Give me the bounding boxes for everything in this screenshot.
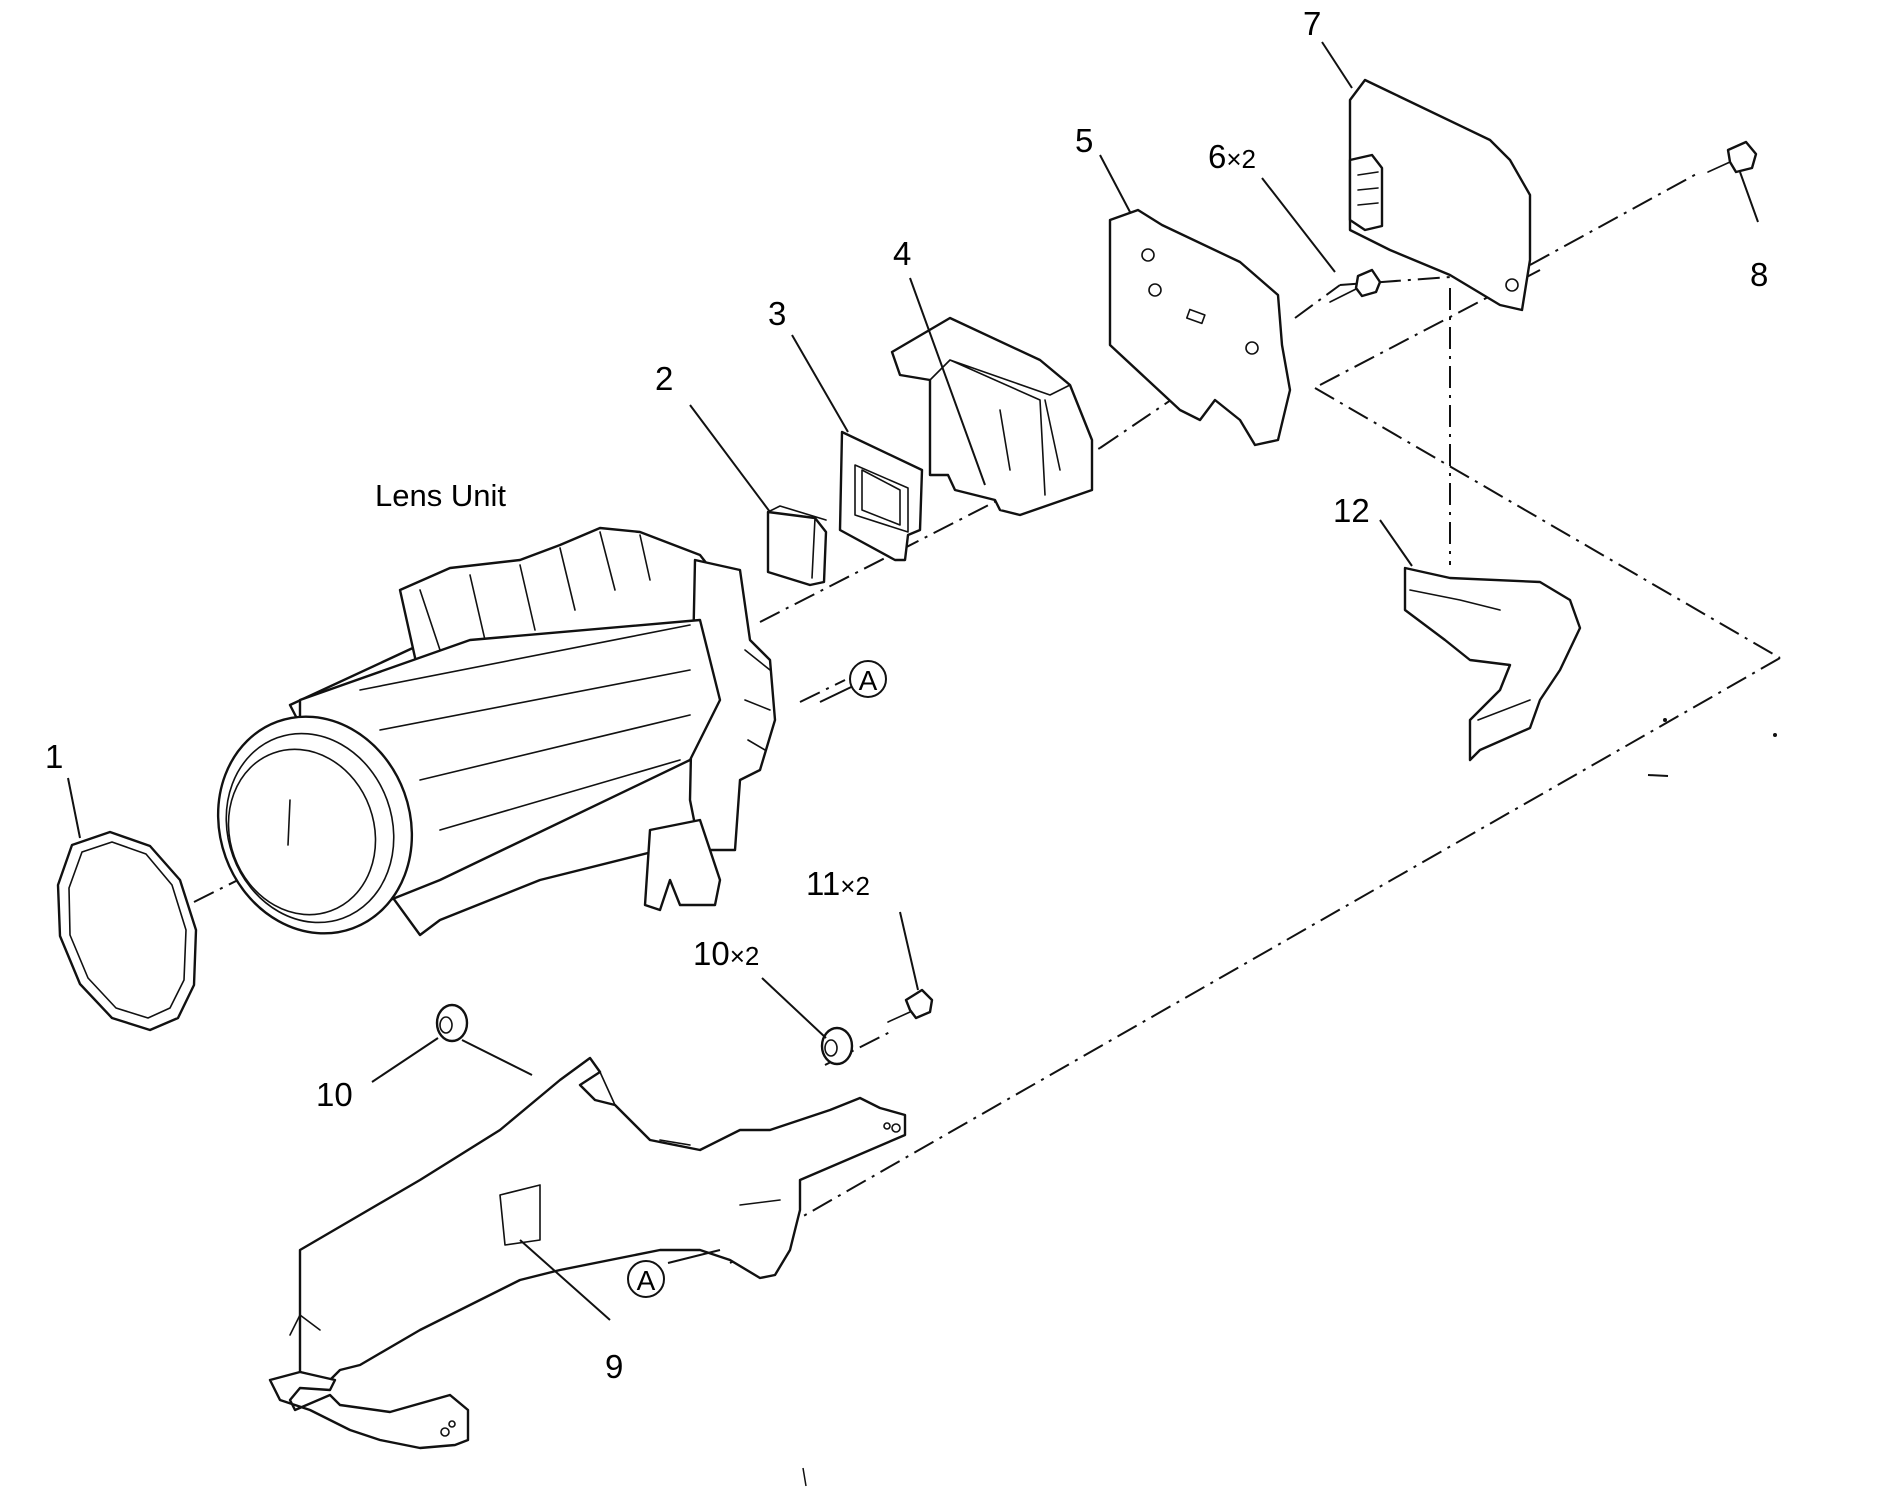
lens-unit-label: Lens Unit [375,478,506,513]
part-1-ring [56,830,198,1032]
part-9-base-bracket [268,1056,907,1450]
part-11-screw [887,988,934,1023]
part-12-label: 12 [1333,492,1370,529]
part-5-label: 5 [1075,122,1093,159]
lens-unit-illustration [216,526,777,937]
scan-specks [802,718,1777,1487]
part-6-screw [1329,268,1382,303]
part-12-flex-cable [1403,566,1582,762]
part-9-label: 9 [605,1348,623,1385]
part-2-block [766,505,828,587]
part-10-washer-pair [820,1026,854,1066]
reference-mark-a-lower: A [627,1260,665,1298]
part-3-frame [838,430,924,562]
part-4-label: 4 [893,235,911,272]
part-1-label: 1 [45,738,63,775]
part-10-label: 10 [316,1076,353,1113]
reference-mark-a-upper-text: A [859,665,878,696]
part-5-plate [1108,208,1292,447]
part-10-washer [435,1003,469,1043]
reference-mark-a-lower-text: A [637,1265,656,1296]
part-3-label: 3 [768,295,786,332]
part-10x2-label: 10×2 [693,935,759,972]
part-7-board [1348,78,1532,312]
leader-lines [67,41,1759,1321]
part-6-label: 6×2 [1208,138,1256,175]
part-2-label: 2 [655,360,673,397]
part-8-screw [1707,140,1758,174]
part-8-label: 8 [1750,256,1768,293]
diagram-labels: Lens Unit 1 2 3 4 5 6×2 7 8 9 10 10×2 11… [45,5,1768,1385]
reference-mark-a-upper: A [849,660,887,698]
part-7-label: 7 [1303,5,1321,42]
part-11x2-label: 11×2 [806,865,870,902]
